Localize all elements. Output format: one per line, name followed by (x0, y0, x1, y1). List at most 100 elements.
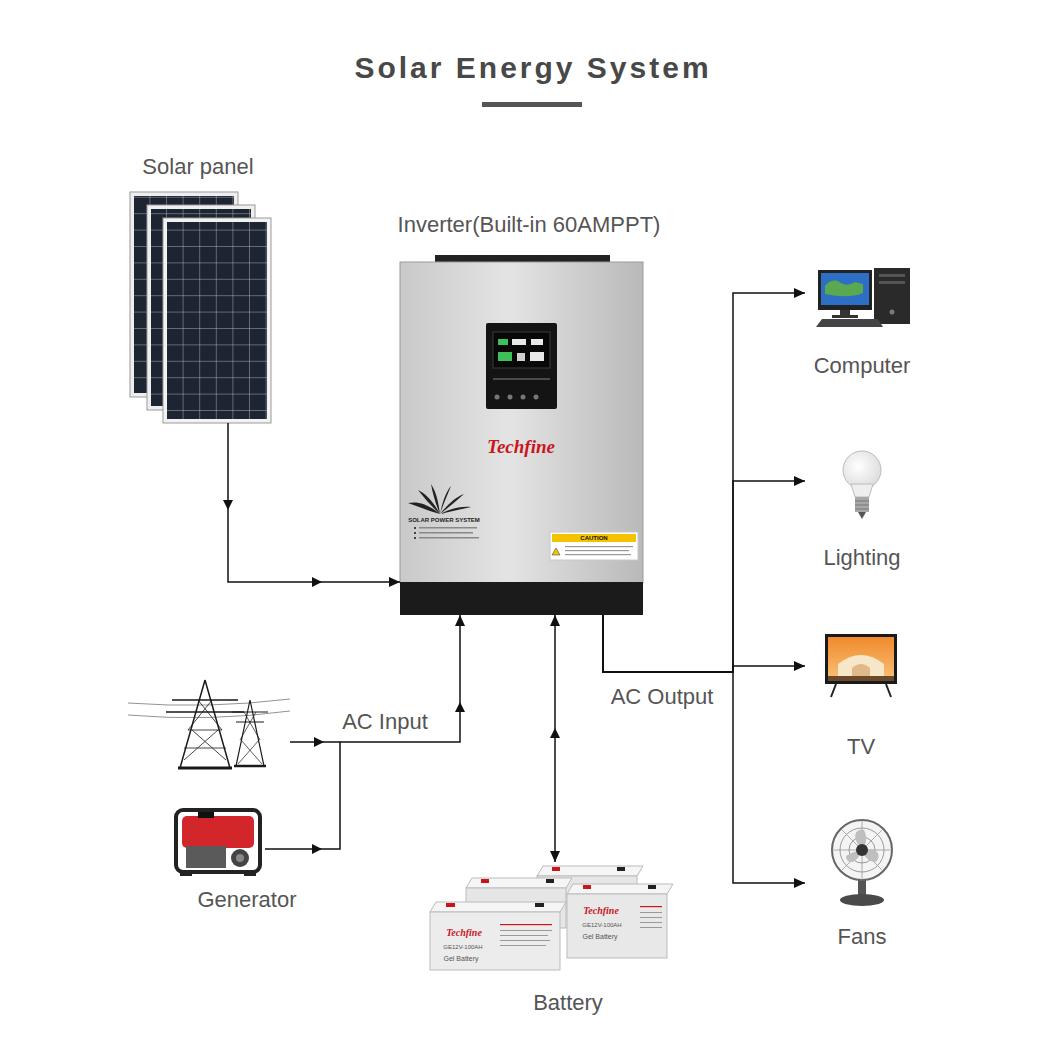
inverter-art-part (521, 395, 526, 400)
node-label: Solar panel (142, 154, 253, 179)
battery-icon-part (500, 945, 546, 946)
fan-icon-part (832, 820, 892, 880)
battery-type-anchor: Gel Battery (600, 937, 635, 945)
power-tower-icon-part (178, 767, 232, 770)
node-label: Computer (814, 353, 911, 378)
node-label: Inverter(Built-in 60AMPPT) (398, 212, 661, 237)
inverter-art-part (565, 554, 631, 555)
power-tower-icon-part (236, 700, 264, 766)
load-node: Fans (805, 818, 920, 908)
power-tower-icon-part (180, 680, 230, 768)
battery-icon-part (648, 885, 656, 889)
bulb-icon-part (858, 512, 866, 519)
diagram-title: Solar Energy System (354, 51, 711, 86)
bulb-icon-part (843, 451, 881, 489)
connector (603, 615, 805, 883)
inverter-art-part (512, 339, 526, 345)
connector (603, 293, 805, 672)
inverter-art-part (440, 486, 451, 514)
computer-icon-part (818, 270, 872, 310)
product-name-anchor: SOLAR POWER SYSTEM (444, 520, 516, 527)
inverter-art (400, 255, 643, 615)
battery-model: GE12V-100AH (443, 944, 482, 951)
load-node: Lighting (805, 445, 920, 520)
inverter-art-part (414, 527, 416, 529)
node-label-anchor: Generator (247, 900, 346, 925)
connector (603, 481, 805, 672)
battery-icon-part (617, 867, 625, 871)
brand-logo-anchor: Techfine (464, 933, 500, 945)
battery-icon-part (567, 884, 673, 894)
battery-icon-part (430, 912, 560, 970)
inverter-art-part (550, 532, 638, 560)
connector (265, 615, 460, 849)
battery-icon-part (640, 917, 662, 918)
battery-icon-part (466, 878, 572, 888)
edge-label-anchor: AC Input (385, 722, 477, 747)
caution-tag-anchor: CAUTION (594, 538, 621, 545)
battery-model-anchor: GE12V-100AH (463, 947, 502, 954)
product-name: SOLAR POWER SYSTEM (408, 517, 480, 524)
generator-icon-part (182, 816, 254, 848)
computer-icon-part (816, 319, 883, 327)
connector (554, 615, 556, 862)
computer-icon-part (825, 281, 863, 297)
fan-icon-part (840, 894, 884, 906)
battery-icon-part (500, 930, 552, 931)
generator-icon-part (198, 812, 214, 818)
battery-model: GE12V-100AH (582, 922, 621, 929)
inverter-art-part (565, 546, 633, 547)
load-node: Computer (805, 262, 920, 326)
inverter-art-part (440, 507, 471, 514)
generator-icon-part (176, 810, 260, 872)
inverter-art-part (552, 548, 560, 555)
brand-logo: Techfine (487, 436, 555, 458)
inverter-art-part (530, 352, 544, 361)
power-tower-icon-part (232, 712, 268, 722)
battery-icon-part (567, 894, 667, 958)
generator-icon-part (180, 872, 256, 876)
battery-model-anchor: GE12V-100AH (602, 925, 641, 932)
node-label-anchor: Computer (862, 366, 959, 391)
computer-icon-part (890, 310, 895, 315)
battery-icon-part (430, 902, 566, 912)
battery-type-anchor: Gel Battery (461, 959, 496, 967)
inverter-art-part (517, 353, 525, 361)
inverter-art-part (400, 582, 643, 615)
tv-icon-part (828, 676, 894, 681)
node-label-anchor: Solar panel (198, 167, 309, 192)
node-label-anchor: Fans (862, 937, 911, 962)
battery-icon-part (537, 866, 643, 876)
battery-icon-part (640, 906, 662, 907)
edge-label: AC Output (608, 684, 717, 709)
title-underline (482, 102, 582, 107)
load-node: TV (805, 632, 920, 702)
generator-icon-part (236, 854, 244, 862)
inverter-art-part (493, 378, 550, 380)
connector (603, 615, 805, 672)
inverter-art-part (498, 339, 508, 345)
edge-label: AC Input (339, 709, 431, 734)
bulb-icon-part (855, 497, 869, 512)
inverter-art-part (534, 395, 539, 400)
brand-logo: Techfine (583, 905, 619, 917)
fan-icon-part (856, 844, 868, 856)
battery-icon-part (481, 879, 489, 883)
node-label: TV (847, 734, 875, 759)
power-tower-icon-part (234, 765, 266, 768)
inverter-art-part (508, 395, 513, 400)
battery-type: Gel Battery (443, 955, 478, 963)
inverter-art-part (493, 332, 550, 368)
battery-icon-part (500, 924, 552, 925)
inverter-art-part (565, 550, 629, 551)
computer-icon-part (874, 268, 910, 324)
fan-icon (832, 820, 892, 906)
inverter-art-part (531, 339, 543, 345)
battery-icon-part (640, 912, 662, 913)
inverter-art-part (552, 534, 636, 542)
power-tower-icon-part (238, 712, 262, 764)
brand-logo: Techfine (446, 927, 482, 939)
node-label: Lighting (823, 545, 900, 570)
battery-icon-part (640, 927, 662, 928)
